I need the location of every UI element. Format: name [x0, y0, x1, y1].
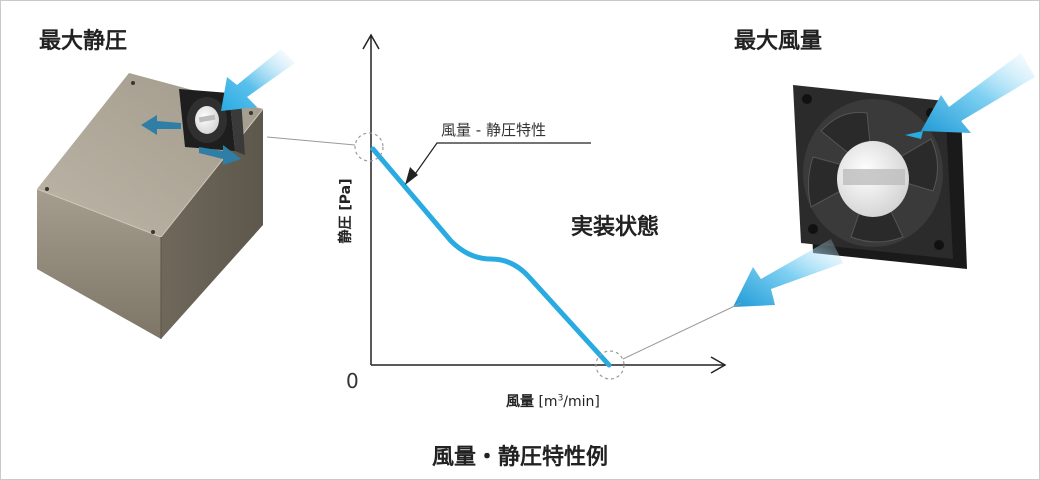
x-axis-unit-prefix: [m: [538, 394, 558, 410]
x-axis-label-main: 風量: [506, 394, 534, 410]
x-axis-arrowhead: [710, 356, 727, 374]
airflow-arrow-icon: [733, 53, 1035, 307]
curve-callout-line: [412, 142, 591, 178]
cooling-fan-icon: [793, 85, 967, 269]
pq-chart: [266, 33, 742, 380]
x-axis-label: 風量 [m3/min]: [506, 391, 600, 411]
max-airflow-label: 最大風量: [734, 29, 823, 54]
y-axis-label: 静圧 [Pa]: [338, 178, 354, 244]
max-static-pressure-label: 最大静圧: [39, 29, 128, 54]
cooling-fan-icon: [179, 89, 245, 155]
origin-label: 0: [346, 369, 359, 393]
curve-label: 風量 - 静圧特性: [441, 121, 546, 139]
y-axis-arrowhead: [362, 33, 380, 50]
leader-line-left: [266, 136, 356, 146]
max-static-pressure-marker: [354, 132, 384, 162]
mounted-state-label: 実装状態: [571, 215, 660, 240]
x-axis-unit-suffix: /min]: [563, 394, 600, 410]
max-airflow-marker: [595, 350, 625, 380]
airflow-arrow-icon: [141, 49, 295, 165]
diagram-caption: 風量・静圧特性例: [431, 445, 608, 470]
curve-callout-arrowhead: [405, 167, 418, 185]
pq-curve: [370, 146, 612, 368]
x-axis-unit-sup: 3: [557, 393, 564, 404]
leader-line-right: [622, 302, 742, 360]
